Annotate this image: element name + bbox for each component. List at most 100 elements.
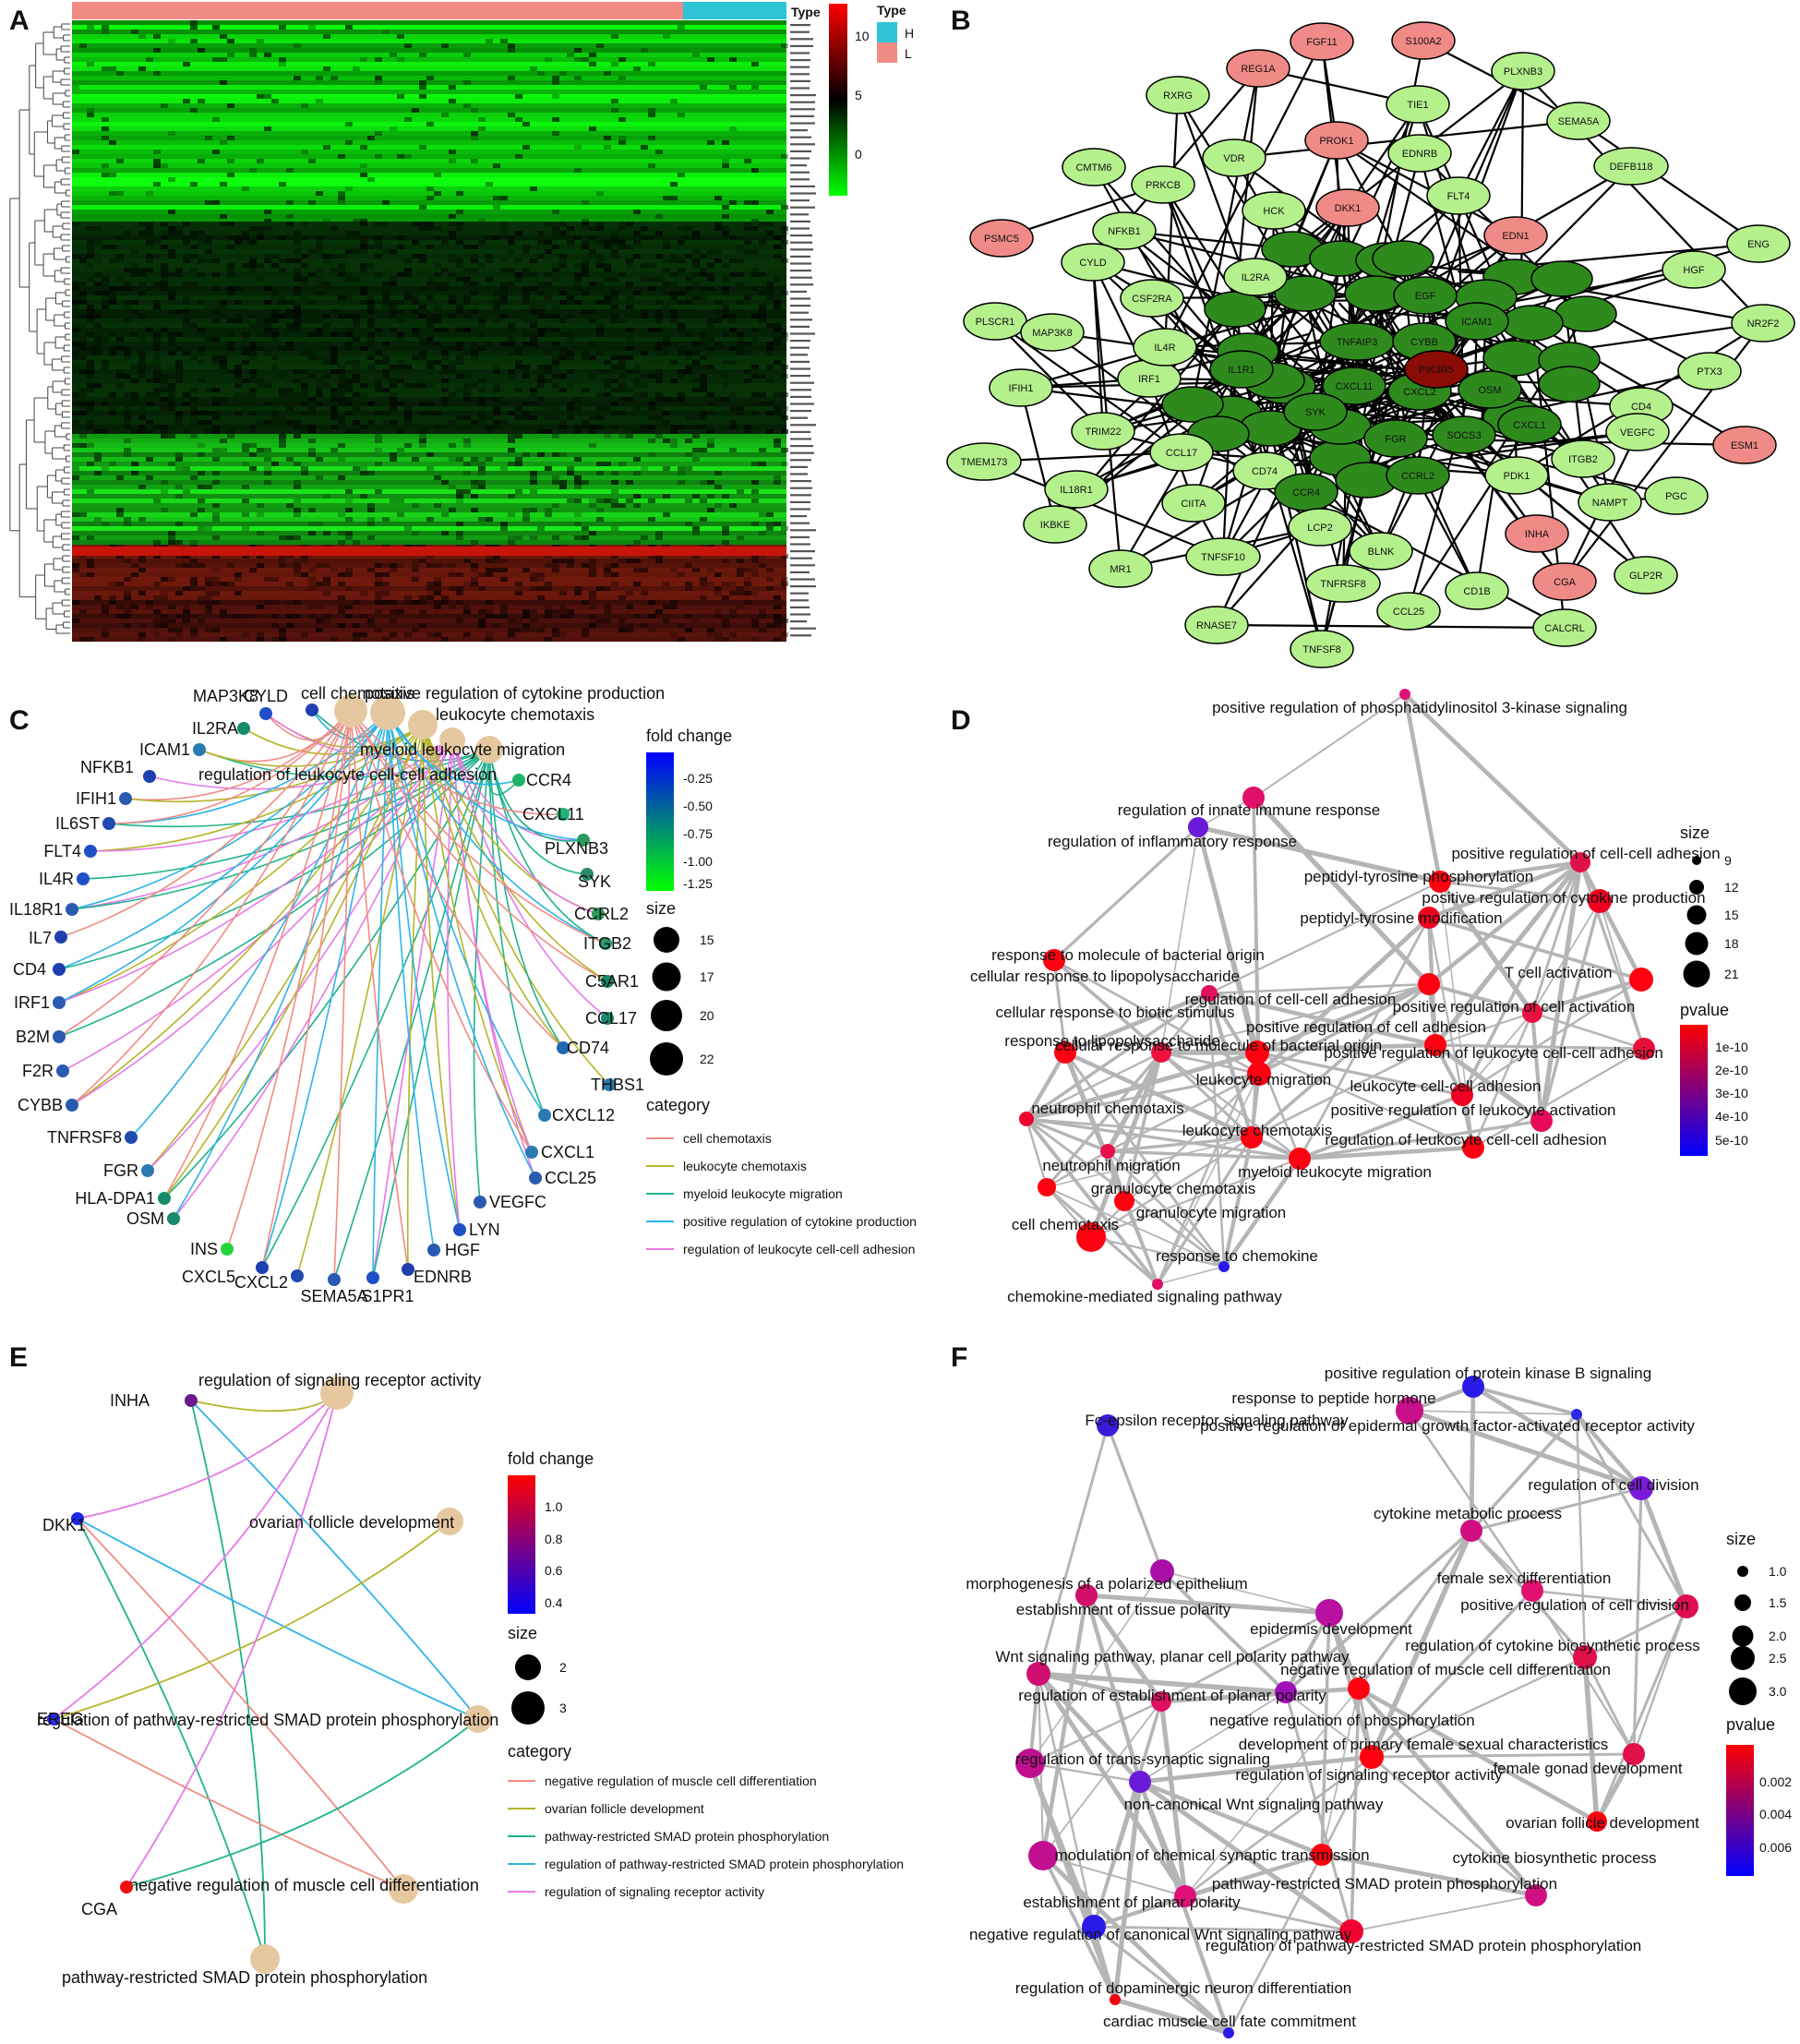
heatmap-cell (500, 342, 508, 346)
heatmap-cell (678, 466, 685, 471)
heatmap-cell (596, 425, 604, 429)
heatmap-cell (161, 103, 168, 108)
heatmap-cell (759, 309, 766, 314)
heatmap-cell (227, 173, 234, 177)
heatmap-cell (618, 462, 626, 466)
cnet-edge (350, 710, 533, 1153)
emap-term-label: positive regulation of epidermal growth … (1200, 1417, 1695, 1435)
heatmap-cell (183, 586, 190, 591)
heatmap-cell (360, 614, 367, 619)
heatmap-cell (641, 392, 648, 397)
heatmap-cell (456, 591, 463, 595)
heatmap-cell (353, 360, 360, 365)
heatmap-cell (301, 392, 308, 397)
heatmap-cell (596, 323, 604, 328)
heatmap-cell (522, 286, 530, 291)
heatmap-cell (316, 268, 323, 272)
emap-term-label: peptidyl-tyrosine modification (1300, 909, 1502, 927)
heatmap-cell (478, 517, 486, 522)
heatmap-cell (611, 34, 618, 39)
heatmap-cell (345, 508, 353, 512)
emap-edge (1086, 1593, 1330, 1616)
gene-label: VEGFC (489, 1193, 546, 1211)
heatmap-cell (264, 259, 271, 263)
heatmap-cell (574, 76, 582, 80)
panel-label-c: C (9, 705, 30, 736)
heatmap-cell (183, 259, 190, 263)
heatmap-cell (522, 245, 530, 249)
heatmap-cell (168, 351, 175, 355)
ppi-node-label: OSM (1478, 385, 1501, 396)
cnet-edge (261, 749, 490, 1268)
emap-edge (1112, 1781, 1143, 2001)
heatmap-cell (316, 277, 323, 282)
heatmap-cell (626, 628, 633, 632)
heatmap-cell (611, 499, 618, 503)
heatmap-cell (294, 305, 301, 309)
heatmap-cell (161, 328, 168, 332)
heatmap-row-label (790, 305, 810, 307)
heatmap-cell (722, 226, 729, 231)
legend-e-category-label: ovarian follicle development (545, 1801, 704, 1816)
term-label: ovarian follicle development (249, 1513, 454, 1532)
cnet-edge (190, 1392, 338, 1413)
heatmap-cell (781, 154, 788, 159)
heatmap-cell (655, 415, 663, 420)
heatmap-cell (714, 503, 722, 508)
heatmap-cell (530, 619, 537, 623)
heatmap-cell (72, 568, 79, 572)
heatmap-cell (234, 614, 242, 619)
heatmap-cell (124, 595, 131, 600)
heatmap-cell (124, 319, 131, 323)
heatmap-cell (559, 263, 567, 268)
heatmap-cell (353, 392, 360, 397)
heatmap-cell (367, 305, 375, 309)
ppi-node-prkcb (1131, 165, 1195, 204)
heatmap-cell (707, 277, 714, 282)
heatmap-cell (774, 475, 781, 480)
heatmap-cell (353, 323, 360, 328)
heatmap-cell (648, 402, 655, 406)
heatmap-cell (537, 429, 545, 434)
gene-label: SEMA5A (300, 1287, 367, 1305)
heatmap-cell (190, 614, 198, 619)
heatmap-cell (486, 517, 493, 522)
heatmap-cell (751, 62, 759, 66)
heatmap-cell (463, 268, 471, 272)
heatmap-row (72, 94, 786, 99)
heatmap-cell (463, 489, 471, 494)
heatmap-cell (338, 263, 345, 268)
heatmap-cell (441, 379, 449, 383)
heatmap-cell (729, 448, 737, 452)
heatmap-cell (102, 295, 109, 300)
heatmap-row-label (790, 248, 813, 251)
ppi-node-label: IL1R1 (1228, 365, 1254, 376)
heatmap-cell (212, 535, 220, 540)
heatmap-cell (537, 305, 545, 309)
heatmap-cell (463, 103, 471, 108)
heatmap-cell (493, 291, 500, 295)
heatmap-cell (441, 286, 449, 291)
heatmap-cell (692, 360, 700, 365)
cnet-edge (108, 710, 352, 824)
heatmap-cell (692, 526, 700, 531)
heatmap-cell (375, 131, 382, 136)
term-label: regulation of leukocyte cell-cell adhesi… (198, 765, 497, 784)
heatmap-row-label (790, 52, 810, 54)
heatmap-row (72, 563, 786, 568)
heatmap-cell (124, 346, 131, 351)
gene-node (306, 703, 318, 716)
emap-node (1521, 1580, 1543, 1602)
heatmap-row-labels (790, 24, 816, 637)
heatmap-cell (559, 319, 567, 323)
heatmap-cell (463, 314, 471, 319)
heatmap-row (72, 471, 786, 475)
heatmap-cell (611, 480, 618, 485)
heatmap-cell (530, 319, 537, 323)
heatmap-cell (220, 57, 227, 62)
heatmap-cell (87, 108, 94, 113)
legend-d-p-tick-3: 3e-10 (1715, 1086, 1748, 1100)
heatmap-cell (626, 559, 633, 563)
emap-edge (1470, 1413, 1578, 1533)
heatmap-cell (161, 286, 168, 291)
